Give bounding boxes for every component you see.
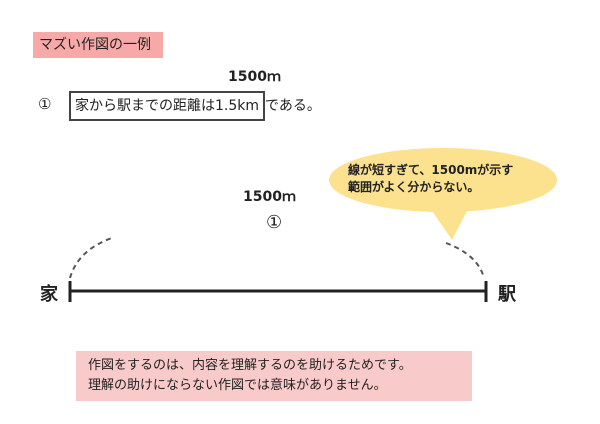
arc-right <box>445 242 485 279</box>
end-label: 駅 <box>498 284 516 305</box>
page-title: マズい作図の一例 <box>33 32 163 58</box>
boxed-text: 家から駅までの距離は1.5km <box>69 91 266 121</box>
diagram-number: ① <box>266 212 283 233</box>
start-label: 家 <box>40 284 58 305</box>
diagram-length-label: 1500ｍ <box>243 189 296 205</box>
note-line: 作図をするのは、内容を理解するのを助けるためです。 <box>88 358 412 373</box>
bubble-line: 線が短すぎて、1500mが示す <box>348 163 514 177</box>
speech-bubble <box>329 148 557 212</box>
speech-bubble-tail <box>428 205 470 240</box>
bubble-text: 線が短すぎて、1500mが示す範囲がよく分からない。 <box>348 162 548 196</box>
example-number: ① <box>38 95 52 113</box>
sentence-suffix: である。 <box>265 98 321 114</box>
arc-left <box>69 237 113 279</box>
note-line: 理解の助けにならない作図では意味がありません。 <box>88 378 387 393</box>
bubble-line: 範囲がよく分からない。 <box>348 180 480 194</box>
note-box: 作図をするのは、内容を理解するのを助けるためです。理解の助けにならない作図では意… <box>76 351 472 401</box>
distance-annotation: 1500ｍ <box>228 69 281 85</box>
